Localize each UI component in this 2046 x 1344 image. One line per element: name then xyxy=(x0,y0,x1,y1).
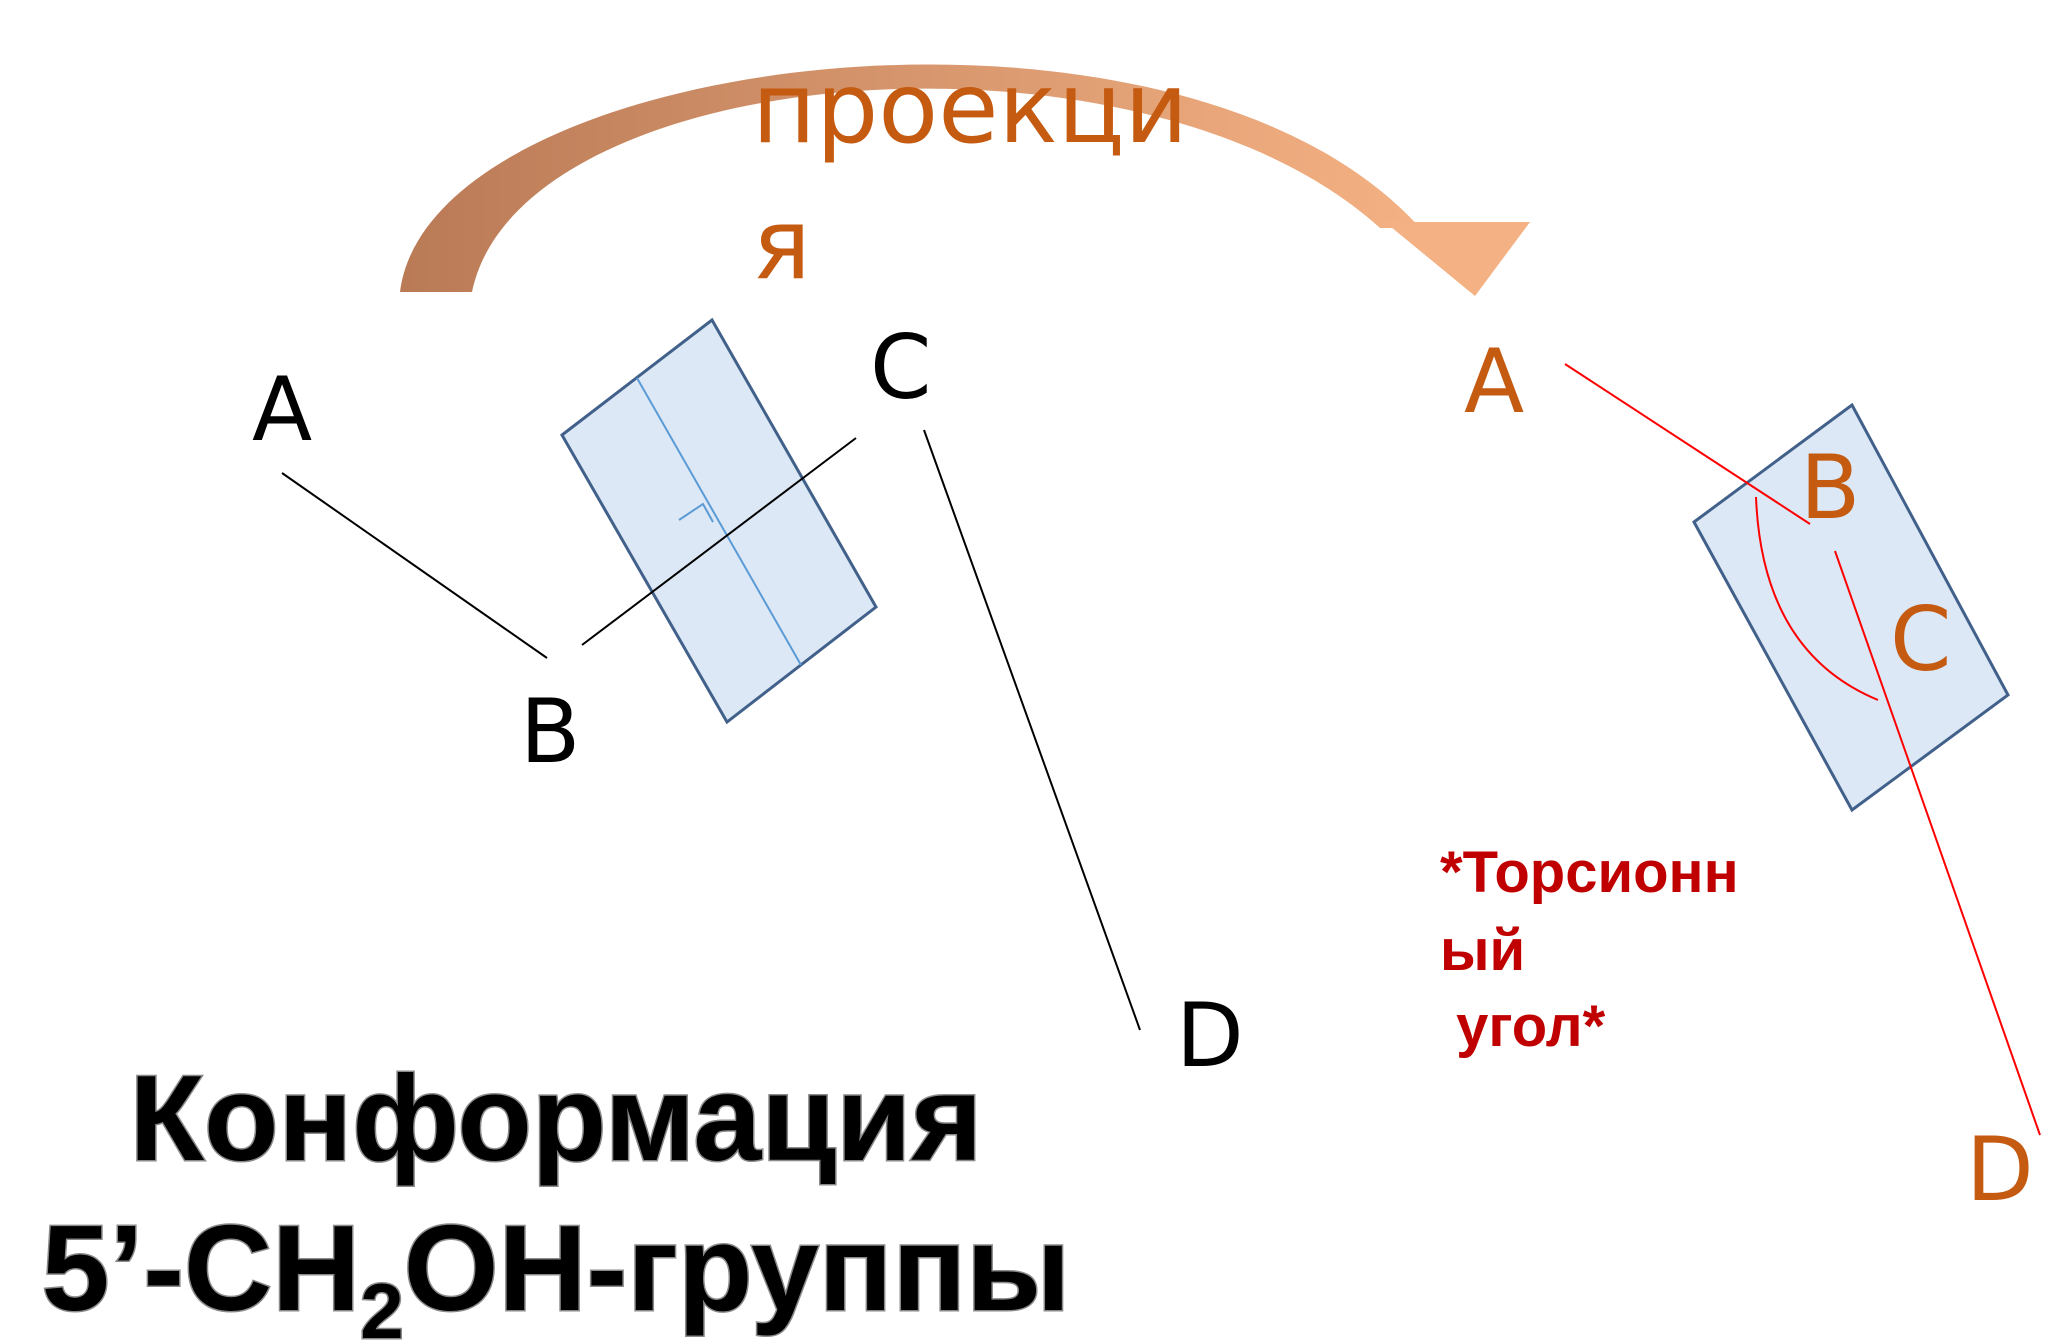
right-label-B: B xyxy=(1800,436,1860,539)
projection-label-line2: я xyxy=(752,188,811,302)
left-label-B: B xyxy=(520,680,580,783)
title-line1: Конформация xyxy=(130,1050,983,1186)
title-line2: 5’-CH2OH-группы xyxy=(42,1200,1071,1344)
left-label-C: C xyxy=(870,316,931,419)
projection-arrow xyxy=(400,64,1420,292)
left-bond-BC xyxy=(581,437,857,646)
torsion-label-line1: *Торсионн xyxy=(1440,840,1739,905)
right-projection-plane xyxy=(1692,402,2010,813)
right-label-C: C xyxy=(1890,588,1951,691)
projection-arrowhead xyxy=(1385,222,1530,296)
right-label-D: D xyxy=(1966,1118,2034,1221)
torsion-angle-label: *Торсионн ый угол* xyxy=(1440,840,1755,1059)
title-line2-suffix: OH-группы xyxy=(404,1200,1071,1336)
title-line2-subscript: 2 xyxy=(360,1267,403,1344)
left-plane-group xyxy=(560,317,878,725)
right-bond-CD xyxy=(1834,550,2041,1136)
left-bond-AB xyxy=(281,472,548,659)
title-line2-prefix: 5’-CH xyxy=(42,1200,361,1336)
left-plane-axis xyxy=(636,377,802,666)
projection-label: проекци я xyxy=(752,52,1219,302)
torsion-label-line2: ый xyxy=(1440,918,1525,983)
left-right-angle-mark xyxy=(678,502,714,523)
left-label-D: D xyxy=(1176,984,1244,1087)
right-bond-AB xyxy=(1564,363,1811,525)
left-label-A: A xyxy=(252,358,312,461)
left-bond-CD xyxy=(923,429,1141,1031)
torsion-angle-arc xyxy=(1755,496,1879,701)
torsion-label-line3: угол* xyxy=(1440,994,1606,1059)
projection-label-line1: проекци xyxy=(752,52,1188,166)
right-label-A: A xyxy=(1464,330,1524,433)
